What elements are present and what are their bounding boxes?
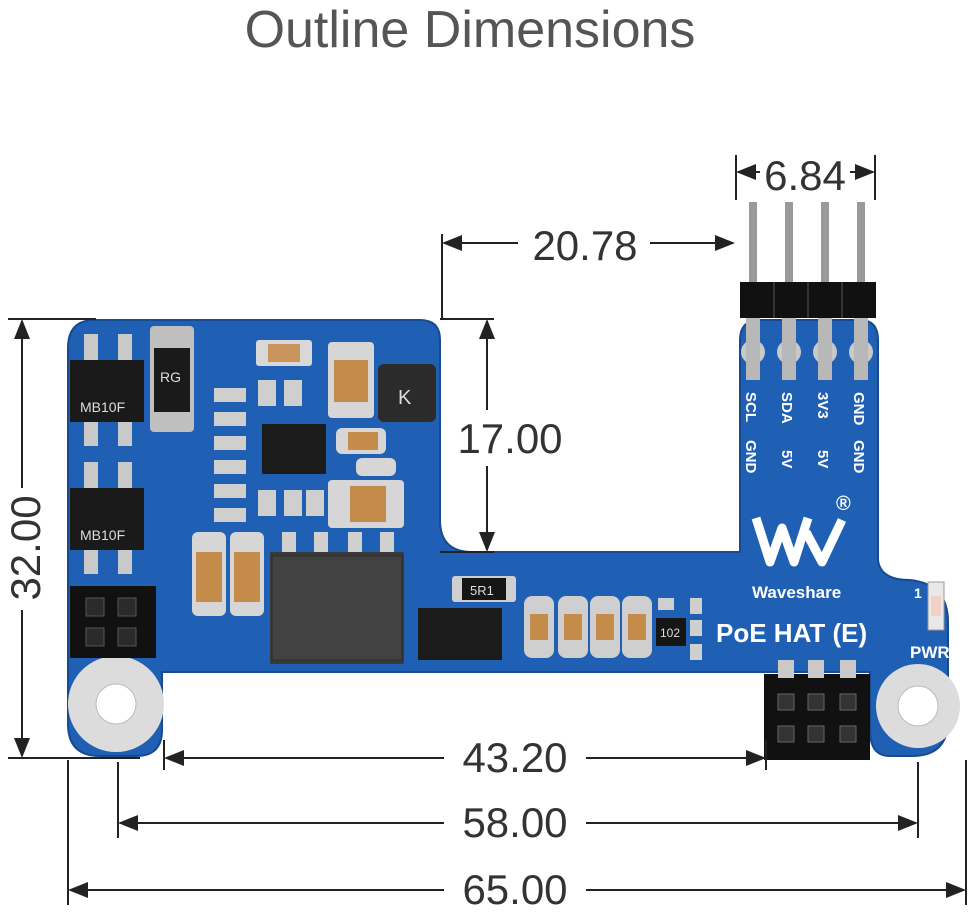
- pcb-board: MB10F MB10F RG: [67, 202, 960, 760]
- pin-label-row2-4: GND: [850, 440, 867, 474]
- pin-header-top: [740, 202, 876, 380]
- smd-cluster: [214, 340, 324, 522]
- waveshare-logo: ® Waveshare: [751, 493, 851, 602]
- pwr-led: [927, 581, 945, 631]
- pin-label-row1-2: SDA: [778, 392, 795, 424]
- diode-label: RG: [160, 369, 181, 385]
- pin-labels: SCL SDA 3V3 GND GND 5V 5V GND: [742, 392, 867, 474]
- inductor-label: K: [398, 387, 412, 409]
- diode-rg: RG: [150, 326, 194, 432]
- electrolytic-capacitors: [192, 532, 264, 616]
- pin-label-row1-4: GND: [850, 392, 867, 426]
- brand-label: Waveshare: [752, 583, 841, 602]
- dim-board-height: 32.00: [2, 495, 49, 600]
- mounting-hole-right: [876, 664, 960, 748]
- bridge1-label: MB10F: [80, 399, 125, 415]
- bridge-rectifier-1: MB10F: [70, 334, 144, 446]
- dimension-labels: 6.84 20.78 17.00 32.00 43.20 58.00 65.00: [2, 152, 846, 913]
- pwr-label: PWR: [910, 643, 950, 662]
- resistor2-label: 102: [660, 626, 680, 640]
- dim-pin-pitch: 6.84: [764, 152, 846, 199]
- mounting-hole-left: [68, 656, 164, 752]
- registered-mark: ®: [836, 493, 851, 515]
- dim-hole-spacing: 58.00: [462, 799, 567, 846]
- dim-hole-inner: 43.20: [462, 734, 567, 781]
- power-ic: [418, 608, 502, 660]
- dim-header-offset: 20.78: [532, 222, 637, 269]
- product-label: PoE HAT (E): [716, 618, 867, 648]
- controller-ic: [262, 424, 326, 474]
- dimension-lines: [8, 155, 967, 905]
- connector-4pin: [70, 586, 156, 658]
- dim-notch-height: 17.00: [457, 415, 562, 462]
- resistor1-label: 5R1: [470, 583, 494, 598]
- ceramic-capacitor-row: [524, 596, 652, 658]
- pin-label-row1-1: SCL: [742, 392, 759, 422]
- pin-label-row1-3: 3V3: [814, 392, 831, 419]
- pin-label-row2-2: 5V: [778, 450, 795, 468]
- pin-label-row2-3: 5V: [814, 450, 831, 468]
- pin1-marker: 1: [914, 585, 922, 601]
- bridge2-label: MB10F: [80, 527, 125, 543]
- bridge-rectifier-2: MB10F: [70, 462, 144, 574]
- transformer: [270, 532, 404, 664]
- dim-board-width: 65.00: [462, 866, 567, 913]
- pin-label-row2-1: GND: [742, 440, 759, 474]
- resistor-102: 102: [656, 598, 702, 660]
- resistor-5r1: 5R1: [452, 576, 516, 602]
- diagram-title: Outline Dimensions: [244, 1, 696, 59]
- tantalum-capacitors: [328, 342, 404, 528]
- inductor-k: K: [378, 364, 436, 422]
- header-2x3: [764, 660, 870, 760]
